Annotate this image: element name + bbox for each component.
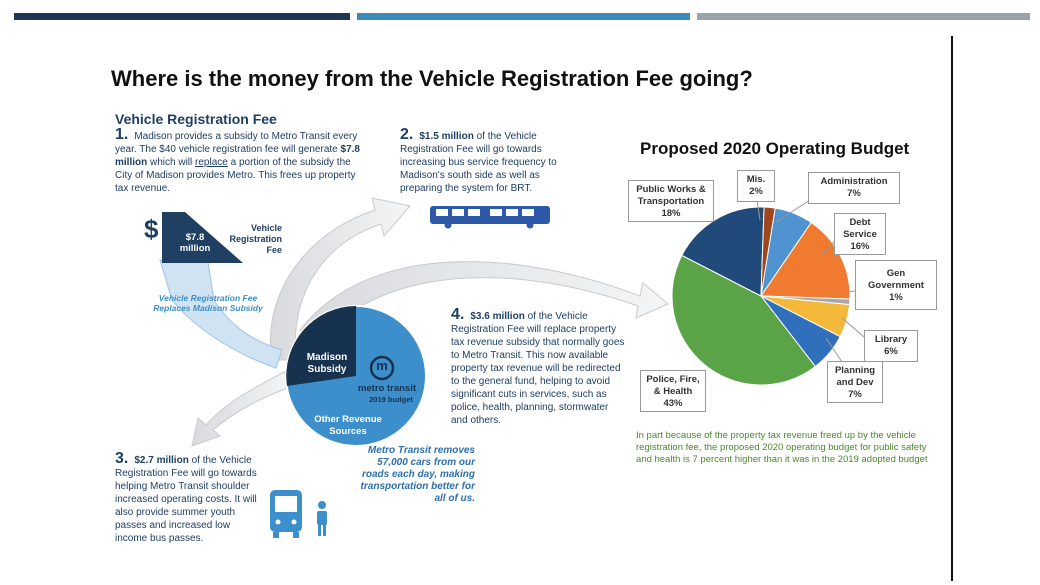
triangle-amount: $7.8 million (179, 232, 211, 254)
callout-mis: Mis.2% (737, 170, 775, 202)
pie-slice-mis (760, 206, 776, 297)
metro-note: Metro Transit removes 57,000 cars from o… (360, 445, 475, 504)
metro-budget: 2019 budget (369, 395, 413, 404)
funnel-arrow (159, 259, 283, 369)
metro-logo-circle (369, 355, 395, 381)
step2-text: 2.$1.5 million of the Vehicle Registrati… (400, 126, 557, 195)
metro-logo-letter: m (376, 358, 388, 373)
step1-number: 1. (115, 126, 129, 143)
pie-chart (671, 206, 851, 386)
vertical-divider (951, 36, 953, 581)
madison-subsidy-label: Madison Subsidy (306, 352, 348, 375)
triangle-label: Vehicle Registration Fee (229, 223, 282, 255)
step1-text: 1.Madison provides a subsidy to Metro Tr… (115, 126, 360, 195)
arrow-to-step2 (270, 197, 411, 361)
bus-front-icon (270, 490, 302, 538)
pie-title: Proposed 2020 Operating Budget (640, 139, 910, 158)
step3-text: 3.$2.7 million of the Vehicle Registrati… (115, 450, 257, 545)
header-bar-blue (357, 13, 690, 20)
pie-slice-debt-service (760, 221, 851, 300)
bus-icon (430, 206, 550, 229)
slide-title: Where is the money from the Vehicle Regi… (111, 66, 753, 91)
pie-slice-police-fire-health (671, 254, 817, 386)
dollar-sign: $ (144, 214, 159, 244)
arrow-to-pie (299, 261, 669, 341)
section-heading: Vehicle Registration Fee (115, 111, 277, 127)
replaces-note: Vehicle Registration Fee Replaces Madiso… (153, 293, 263, 313)
callout-leaders (756, 199, 865, 363)
arrow-to-step3 (191, 371, 293, 447)
green-note: In part because of the property tax reve… (636, 430, 928, 465)
header-bar-navy (14, 13, 350, 20)
other-revenue-label: Other Revenue Sources (314, 414, 382, 437)
person-icon (317, 501, 327, 536)
madison-subsidy-wedge (286, 306, 356, 386)
metro-brand: metro transit (357, 383, 417, 394)
fee-triangle (162, 212, 243, 263)
header-bar-gray (697, 13, 1030, 20)
step4-text: 4.$3.6 million of the Vehicle Registrati… (451, 306, 625, 427)
